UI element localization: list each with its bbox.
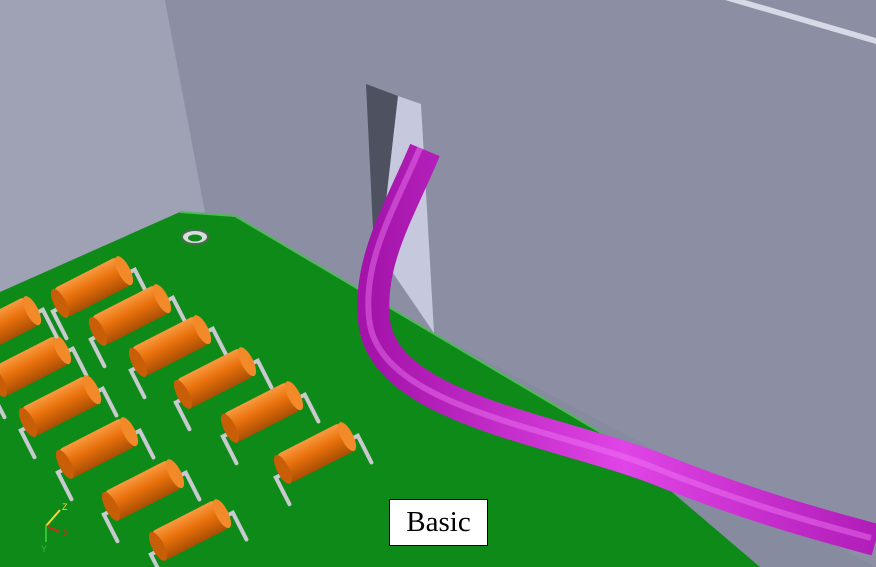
resistor-cap: [50, 288, 69, 318]
resistor[interactable]: [82, 280, 189, 369]
resistor-body: [54, 258, 130, 316]
resistor-body: [132, 317, 208, 375]
board-edge: [179, 211, 606, 436]
resistor[interactable]: [267, 418, 374, 507]
resistor-cap: [128, 347, 147, 377]
axis-x-label: X: [63, 528, 69, 538]
resistor-cap: [220, 413, 239, 443]
resistor-cap: [53, 335, 72, 365]
resistor-cap: [193, 315, 212, 345]
axis-z-label: Z: [62, 502, 68, 512]
resistor-body: [152, 501, 228, 559]
resistor-cap: [101, 491, 120, 521]
resistor-cap: [148, 531, 167, 561]
resistor-cap: [83, 375, 102, 405]
axis-triad-icon: Z X Y: [41, 502, 69, 554]
resistor-body: [177, 349, 253, 407]
resistor-body: [22, 377, 98, 435]
resistor[interactable]: [0, 292, 59, 381]
resistor-cap: [338, 422, 357, 452]
resistor[interactable]: [122, 311, 229, 400]
resistor[interactable]: [95, 455, 202, 544]
resistor-body: [105, 461, 181, 519]
resistor-body: [277, 424, 353, 482]
resistor[interactable]: [0, 331, 89, 420]
resistor[interactable]: [44, 252, 151, 341]
axis-y-label: Y: [41, 544, 47, 554]
resistor-cap: [88, 316, 107, 346]
resistor-body: [0, 337, 68, 395]
cable[interactable]: [357, 143, 876, 556]
back-wall: [165, 0, 876, 567]
resistor-body: [92, 286, 168, 344]
resistor-cap: [285, 381, 304, 411]
resistor[interactable]: [214, 377, 321, 466]
resistor[interactable]: [167, 343, 274, 432]
resistor[interactable]: [142, 495, 249, 567]
resistor-cap: [173, 379, 192, 409]
view-mode-label: Basic: [389, 499, 488, 546]
resistor[interactable]: [49, 413, 156, 502]
resistor-cap: [213, 499, 232, 529]
resistor-cap: [273, 454, 292, 484]
resistor-cap: [153, 284, 172, 314]
resistor-array[interactable]: [0, 252, 374, 567]
resistor-body: [0, 298, 38, 356]
wall-slot-dark: [366, 84, 398, 254]
resistor-cap: [166, 459, 185, 489]
resistor-cap: [238, 347, 257, 377]
resistor-cap: [120, 417, 139, 447]
resistor-cap: [0, 367, 7, 397]
resistor-cap: [55, 449, 74, 479]
resistor-body: [59, 419, 135, 477]
wall-edge-highlight: [725, 0, 876, 44]
resistor[interactable]: [12, 371, 119, 460]
resistor-cap: [18, 407, 37, 437]
resistor-cap: [23, 296, 42, 326]
resistor-cap: [115, 256, 134, 286]
resistor-body: [224, 383, 300, 441]
